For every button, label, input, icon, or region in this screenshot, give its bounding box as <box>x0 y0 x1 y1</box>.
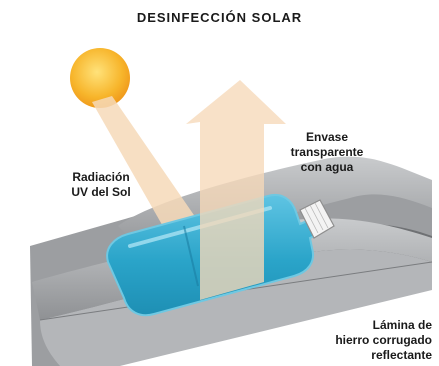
bottle-ridge <box>183 225 199 287</box>
sun-icon <box>70 48 130 108</box>
label-uv-radiation: Radiación UV del Sol <box>71 170 131 199</box>
sheet-front-face <box>40 249 432 366</box>
label-transparent-container: Envase transparente con agua <box>290 130 364 174</box>
label-reflective-sheet: Lámina de hierro corrugado reflectante <box>335 318 432 362</box>
diagram-title: DESINFECCIÓN SOLAR <box>136 10 303 25</box>
uv-beam-reflected-arrow <box>186 80 286 300</box>
cap-grooves <box>304 202 329 234</box>
